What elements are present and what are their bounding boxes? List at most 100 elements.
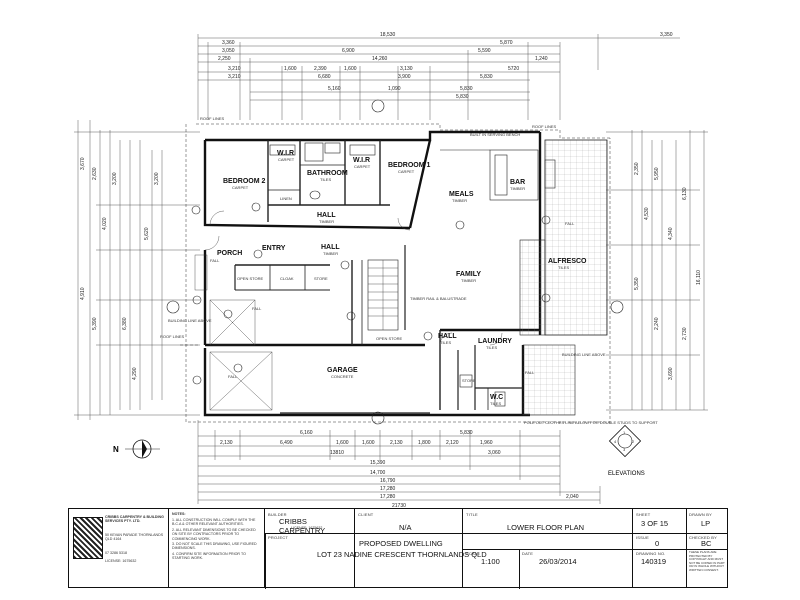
- svg-text:1: 1: [623, 430, 626, 435]
- room-bar: BAR: [510, 179, 525, 186]
- dim-top-r6-1: 1,090: [388, 86, 401, 92]
- company-license: LICENSE: 1675632: [105, 559, 137, 563]
- dim-right-0: 2,350: [634, 162, 640, 175]
- company-phone: 07 3286 5318: [105, 551, 127, 555]
- title-cell: TITLE LOWER FLOOR PLAN: [463, 509, 633, 587]
- note-pole-clothes-line: POLE OUT CLOTHES LINE ALLOW FOR DOUBLE S…: [524, 420, 658, 425]
- dim-left-9: 3,200: [154, 172, 160, 185]
- project-line-1: PROPOSED DWELLING: [359, 539, 443, 548]
- company-cell: CRIBBS CARPENTRY & BUILDING SERVICES PTY…: [69, 509, 169, 587]
- dim-top-r2-1: 6,900: [342, 48, 355, 54]
- room-bedroom-2: BEDROOM 2: [223, 178, 266, 185]
- svg-text:3: 3: [623, 447, 626, 452]
- room-hall-mid: HALL: [321, 244, 340, 251]
- dim-right-7: 6,130: [682, 187, 688, 200]
- dim-bot-r2-6: 2,120: [446, 440, 459, 446]
- dim-bot-r3-0: 13810: [330, 450, 344, 456]
- room-hall-upper-floor: TIMBER: [319, 219, 334, 224]
- dim-bot-r1-1: 5,830: [460, 430, 473, 436]
- room-alfresco: ALFRESCO: [548, 258, 587, 265]
- note-3: 3. DO NOT SCALE THIS DRAWING, USE FIGURE…: [172, 542, 257, 551]
- scale-label: SCALE: [466, 551, 481, 556]
- note-4: 4. CONFIRM SITE INFORMATION PRIOR TO STA…: [172, 552, 246, 561]
- dim-bot-r2-7: 1,960: [480, 440, 493, 446]
- room-laundry-floor: TILES: [486, 345, 497, 350]
- dim-top-r6-0: 5,160: [328, 86, 341, 92]
- door-swings: [204, 210, 503, 346]
- room-family: FAMILY: [456, 271, 481, 278]
- note-roof-lines-1: ROOF LINES: [200, 116, 225, 121]
- dim-top-overall: 18,530: [380, 32, 396, 38]
- copyright-note: THESE PLANS ARE PROTECTED BY COPYRIGHT A…: [689, 550, 725, 572]
- dim-left-8: 5,620: [144, 227, 150, 240]
- note-2: 2. ALL RELEVANT DIMENSIONS TO BE CHECKED…: [172, 528, 256, 541]
- dim-top-r4-1: 1,600: [284, 66, 297, 72]
- checked-by-label: CHECKED BY: [689, 535, 718, 540]
- dim-left-3: 5,390: [92, 317, 98, 330]
- room-bathroom: BATHROOM: [307, 170, 348, 177]
- room-wc-floor: TILES: [490, 401, 501, 406]
- builder-name: CRIBBS CARPENTRY: [279, 517, 326, 535]
- dim-bot-r2-2: 1,600: [336, 440, 349, 446]
- note-building-line-2: BUILDING LINE ABOVE: [562, 352, 606, 357]
- issue-number: 0: [655, 539, 660, 548]
- dim-top-r2-2: 5,590: [478, 48, 491, 54]
- note-fall-5: FALL: [525, 370, 535, 375]
- room-store-2: STORE: [462, 378, 476, 383]
- room-hall-mid-floor: TIMBER: [323, 251, 338, 256]
- dim-right-2: 4,530: [644, 207, 650, 220]
- dim-left-0: 3,670: [80, 157, 86, 170]
- sheet-label: SHEET: [636, 512, 651, 517]
- room-store: STORE: [314, 276, 328, 281]
- room-hall-lower-floor: TILES: [440, 340, 451, 345]
- room-bedroom-1: BEDROOM 1: [388, 162, 431, 169]
- client-label: CLIENT: [358, 512, 374, 517]
- note-roof-lines-3: ROOF LINES: [160, 334, 185, 339]
- dim-right-3: 5,950: [654, 167, 660, 180]
- title-block: CRIBBS CARPENTRY & BUILDING SERVICES PTY…: [68, 508, 728, 589]
- dim-bot-r2-5: 1,800: [418, 440, 431, 446]
- dim-bot-r7-0: 17,280: [380, 494, 396, 500]
- drawn-by: LP: [701, 519, 711, 528]
- dim-bot-overall: 21730: [392, 503, 406, 509]
- room-entry: ENTRY: [262, 245, 286, 252]
- dim-top-r5-0: 3,210: [228, 74, 241, 80]
- room-family-floor: TIMBER: [461, 278, 476, 283]
- dim-right-8: 3,690: [668, 367, 674, 380]
- issue-label: ISSUE: [636, 535, 650, 540]
- dim-bot-r7-1: 2,040: [566, 494, 579, 500]
- dim-top-r5-1: 6,680: [318, 74, 331, 80]
- dim-left-4: 4,020: [102, 217, 108, 230]
- dim-left-6: 6,380: [122, 317, 128, 330]
- garage-door: [192, 202, 551, 414]
- dim-bot-r2-3: 1,600: [362, 440, 375, 446]
- dim-bot-r6-0: 17,280: [380, 486, 396, 492]
- section-markers: [166, 99, 624, 425]
- dim-top-r7-0: 5,830: [456, 94, 469, 100]
- room-wir-2: W.I.R: [353, 157, 370, 164]
- dim-top-r6-2: 5,830: [460, 86, 473, 92]
- dim-bot-r4-1: 14,700: [370, 470, 386, 476]
- dim-bot-r2-4: 2,130: [390, 440, 403, 446]
- note-building-line: BUILDING LINE ABOVE: [168, 318, 212, 323]
- dim-bot-r2-1: 6,490: [280, 440, 293, 446]
- roof-lines: [180, 123, 611, 423]
- svg-text:2: 2: [632, 439, 635, 444]
- company-name: CRIBBS CARPENTRY & BUILDING SERVICES PTY…: [105, 515, 164, 524]
- alfresco-tiles: [519, 139, 608, 416]
- dim-top-r3-0: 2,250: [218, 56, 231, 62]
- drawing-no-label: DRAWING NO.: [636, 551, 666, 556]
- notes-cell: NOTES: 1. ALL CONSTRUCTION WILL COMPLY W…: [169, 509, 265, 587]
- fall-indicators: [194, 254, 273, 411]
- top-dimension-lines: [197, 34, 680, 120]
- note-built-in-bench: BUILT IN SERVING BENCH: [470, 132, 520, 137]
- dim-right-4: 2,240: [654, 317, 660, 330]
- room-garage-floor: CONCRETE: [331, 374, 354, 379]
- dim-left-2: 2,630: [92, 167, 98, 180]
- dim-top-r4-3: 1,600: [344, 66, 357, 72]
- right-dimension-texts: 2,350 5,350 4,530 5,950 2,240 16,110 4,3…: [634, 162, 702, 380]
- elevations-marker: 1 3 4 2: [608, 424, 642, 458]
- notes-label: NOTES:: [172, 512, 186, 516]
- date-value: 26/03/2014: [539, 557, 577, 566]
